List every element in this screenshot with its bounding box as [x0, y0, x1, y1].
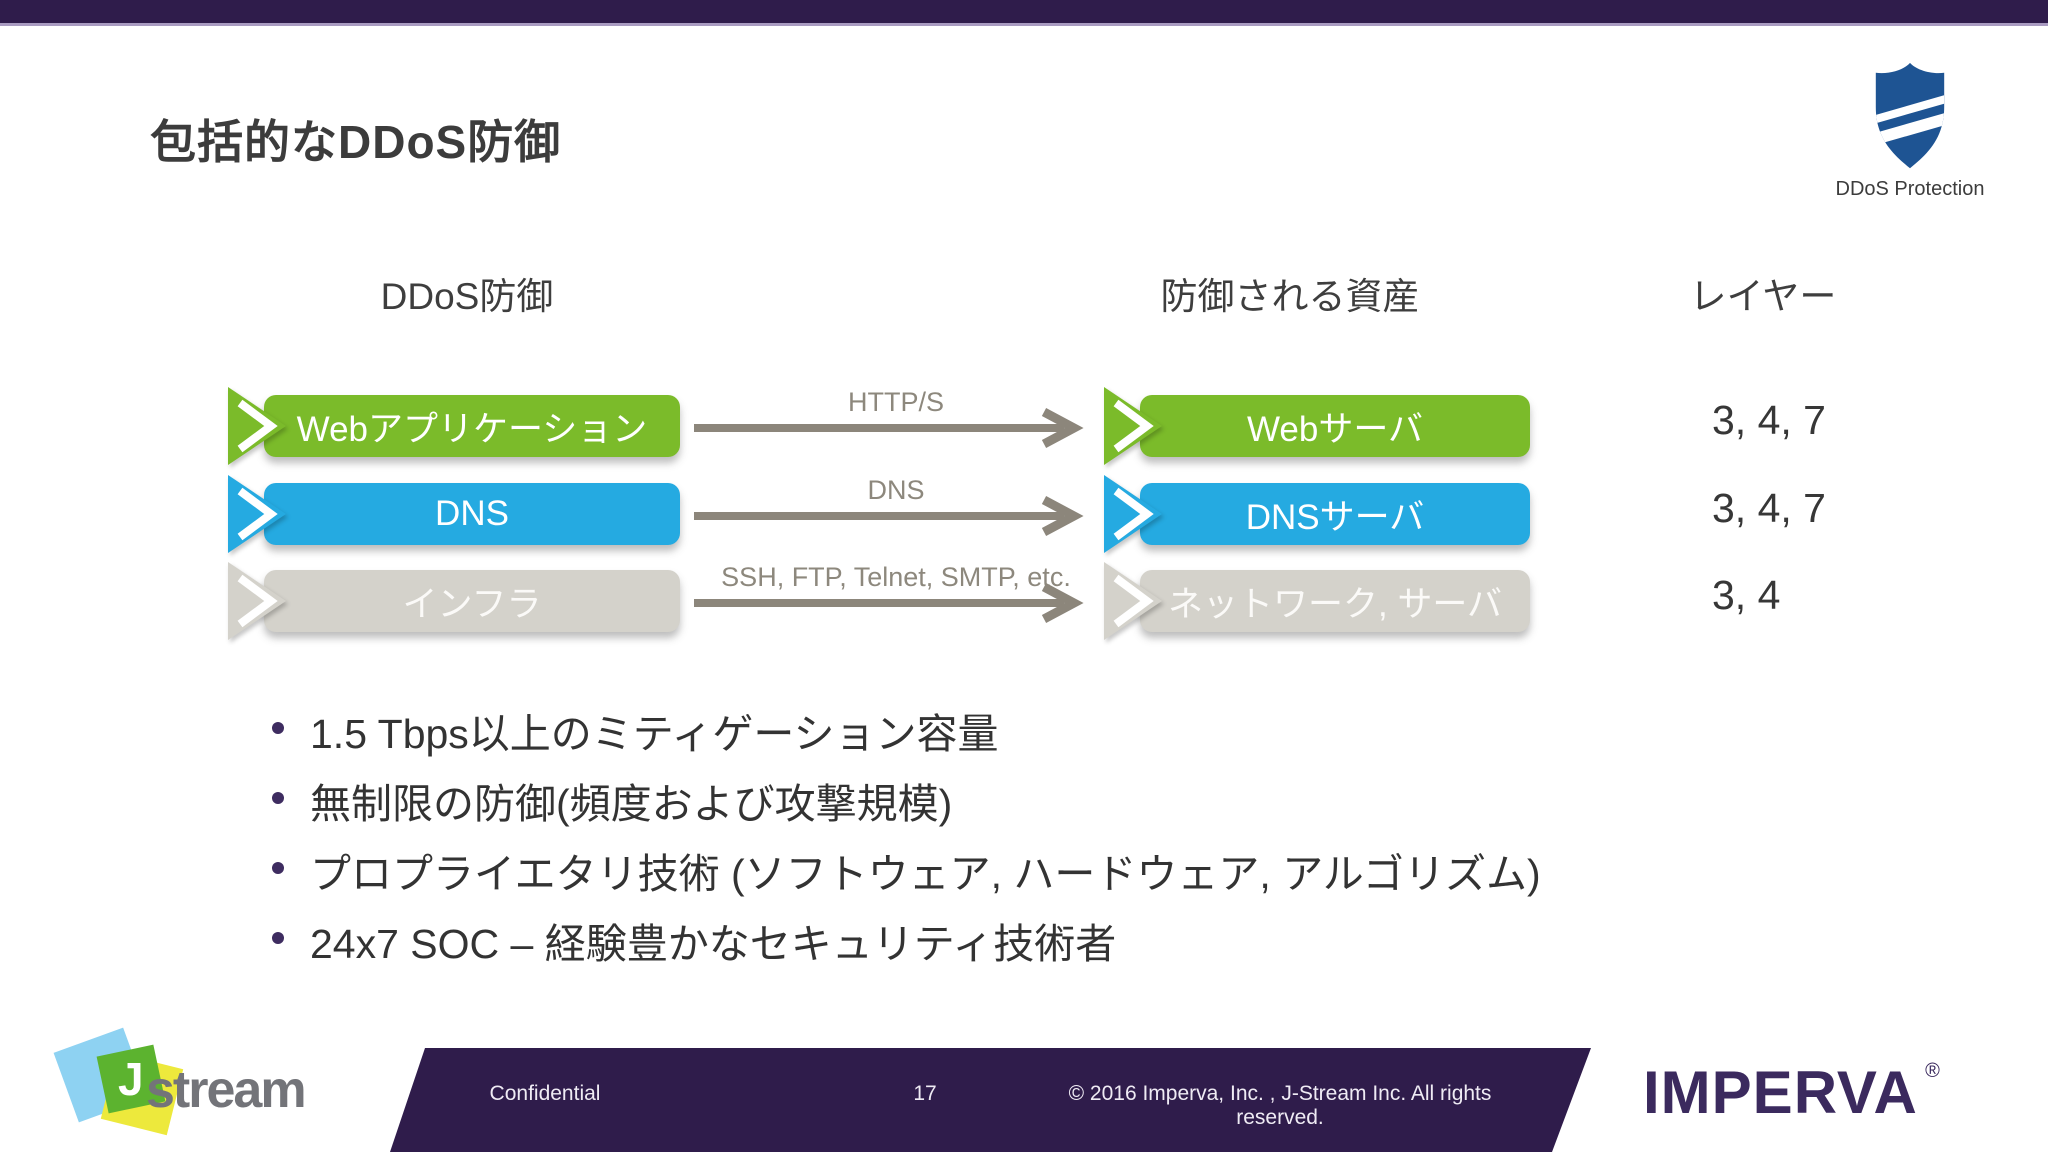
diagram-row-web: Webアプリケーション HTTP/S Webサーバ 3, 4, 7	[0, 387, 2048, 465]
target-box-network-server: ネットワーク, サーバ	[1104, 562, 1530, 640]
ddos-protection-badge: DDoS Protection	[1830, 60, 1990, 201]
diagram-row-infra: インフラ SSH, FTP, Telnet, SMTP, etc. ネットワーク…	[0, 562, 2048, 640]
imperva-logo: IMPERVA ®	[1643, 1058, 1940, 1127]
bullet-list: 1.5 Tbps以上のミティゲーション容量 無制限の防御(頻度および攻撃規模) …	[272, 700, 1832, 980]
column-header-layers: レイヤー	[1689, 276, 1837, 317]
list-item: 24x7 SOC – 経験豊かなセキュリティ技術者	[272, 910, 1832, 980]
bullet-text: 24x7 SOC – 経験豊かなセキュリティ技術者	[310, 921, 1117, 967]
protocol-label: SSH, FTP, Telnet, SMTP, etc.	[721, 562, 1071, 592]
layers-value: 3, 4	[1712, 572, 1781, 618]
list-item: 1.5 Tbps以上のミティゲーション容量	[272, 700, 1832, 770]
bullet-dot-icon	[272, 862, 284, 874]
layers-value: 3, 4, 7	[1712, 485, 1826, 531]
footer-bar	[390, 1048, 1591, 1152]
registered-trademark-icon: ®	[1925, 1060, 1940, 1082]
bullet-dot-icon	[272, 932, 284, 944]
bullet-text: プロプライエタリ技術 (ソフトウェア, ハードウェア, アルゴリズム)	[310, 851, 1541, 897]
column-header-ddos: DDoS防御	[380, 276, 554, 317]
source-box-infra: インフラ	[228, 562, 680, 640]
target-box-dns-server: DNSサーバ	[1104, 475, 1530, 553]
source-box-label: インフラ	[402, 584, 542, 624]
column-header-assets: 防御される資産	[1160, 276, 1420, 317]
page-number: 17	[913, 1082, 937, 1105]
layers-value: 3, 4, 7	[1712, 397, 1826, 443]
imperva-wordmark: IMPERVA	[1643, 1059, 1918, 1126]
protocol-label: DNS	[867, 475, 925, 505]
jstream-j-letter: J	[118, 1053, 144, 1105]
jstream-wordmark: stream	[146, 1061, 307, 1119]
flow-arrow-icon	[694, 496, 1084, 536]
target-box-web-server: Webサーバ	[1104, 387, 1530, 465]
top-accent-bar	[0, 0, 2048, 26]
chevron-icon	[1104, 387, 1162, 465]
bullet-dot-icon	[272, 722, 284, 734]
page-title: 包括的なDDoS防御	[150, 116, 562, 168]
chevron-icon	[1104, 562, 1162, 640]
target-box-label: DNSサーバ	[1245, 497, 1425, 537]
badge-label: DDoS Protection	[1835, 178, 1985, 200]
chevron-icon	[228, 387, 286, 465]
chevron-icon	[228, 475, 286, 553]
confidential-label: Confidential	[489, 1082, 601, 1105]
flow-arrow-icon	[694, 583, 1084, 623]
target-box-label: Webサーバ	[1247, 409, 1423, 449]
bullet-text: 無制限の防御(頻度および攻撃規模)	[310, 781, 953, 827]
protocol-label: HTTP/S	[847, 387, 944, 417]
source-box-web-app: Webアプリケーション	[228, 387, 680, 465]
list-item: プロプライエタリ技術 (ソフトウェア, ハードウェア, アルゴリズム)	[272, 840, 1832, 910]
target-box-label: ネットワーク, サーバ	[1167, 584, 1503, 624]
source-box-label: DNS	[435, 494, 509, 533]
list-item: 無制限の防御(頻度および攻撃規模)	[272, 770, 1832, 840]
diagram-row-dns: DNS DNS DNSサーバ 3, 4, 7	[0, 475, 2048, 553]
footer: Confidential 17 © 2016 Imperva, Inc. , J…	[0, 1048, 2048, 1152]
flow-arrow-icon	[694, 408, 1084, 448]
bullet-text: 1.5 Tbps以上のミティゲーション容量	[310, 711, 999, 757]
shield-icon	[1875, 62, 1945, 169]
source-box-label: Webアプリケーション	[296, 409, 648, 449]
source-box-dns: DNS	[228, 475, 680, 553]
chevron-icon	[228, 562, 286, 640]
chevron-icon	[1104, 475, 1162, 553]
bullet-dot-icon	[272, 792, 284, 804]
copyright-text: © 2016 Imperva, Inc. , J-Stream Inc. All…	[1068, 1082, 1492, 1129]
